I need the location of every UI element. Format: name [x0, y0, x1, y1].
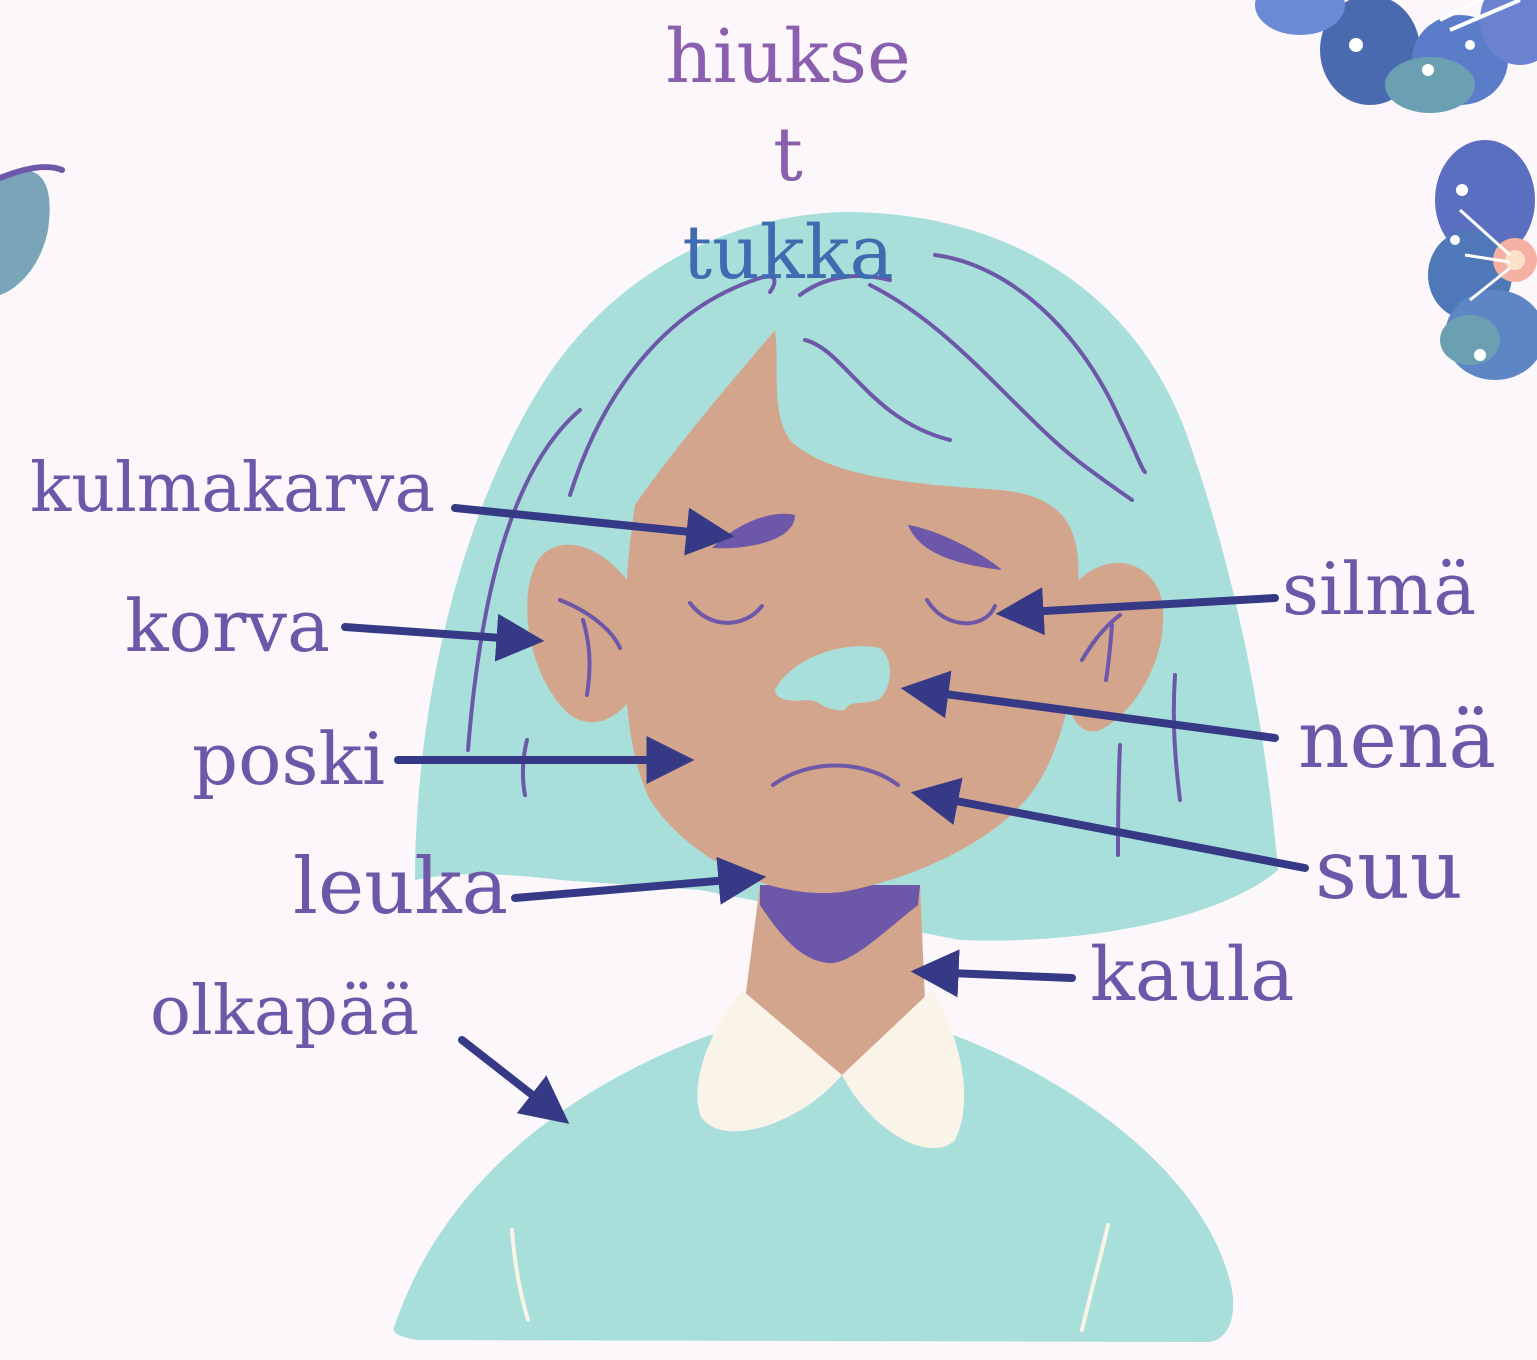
- label-korva: korva: [125, 590, 330, 662]
- label-kulmakarva: kulmakarva: [30, 455, 435, 523]
- title-line-2: t: [754, 118, 822, 192]
- arrow-kaula: [925, 972, 1072, 978]
- label-kaula: kaula: [1090, 938, 1294, 1012]
- label-poski: poski: [192, 723, 385, 795]
- label-suu: suu: [1315, 830, 1463, 912]
- label-nena: nenä: [1298, 700, 1496, 780]
- flower-top-right: [1255, 0, 1537, 113]
- label-silma: silmä: [1282, 553, 1476, 625]
- arrow-olkapaa: [462, 1040, 558, 1115]
- title-line-3: tukka: [668, 216, 908, 290]
- flower-right: [1428, 140, 1537, 380]
- leaf-decoration: [0, 167, 62, 295]
- label-leuka: leuka: [293, 848, 508, 926]
- title-line-1: hiukse: [654, 20, 922, 94]
- label-olkapaa: olkapää: [150, 978, 419, 1046]
